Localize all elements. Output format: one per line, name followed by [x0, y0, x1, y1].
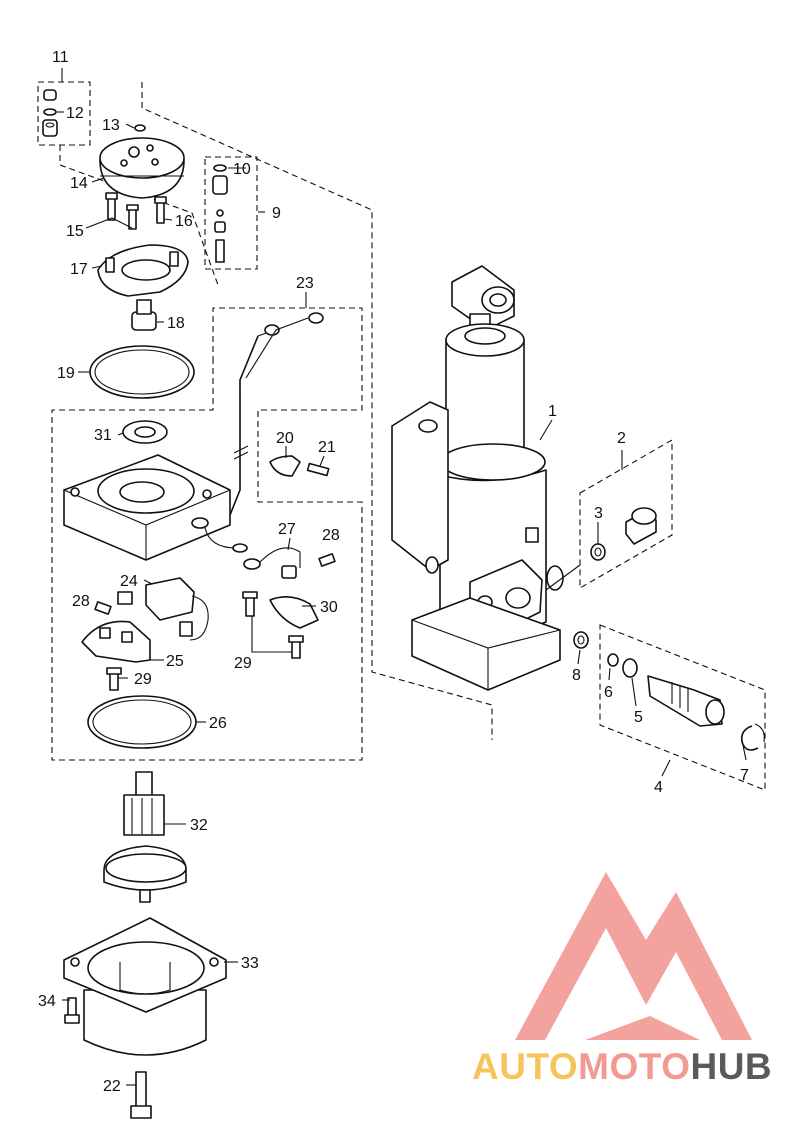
part-5-o-ring	[622, 658, 638, 678]
alignment-line-3	[371, 480, 493, 740]
part-32-armature	[103, 771, 187, 903]
callout-20: 20	[276, 430, 294, 447]
part-28-spring-a	[318, 553, 336, 567]
part-6-o-ring	[607, 653, 619, 667]
callout-3: 3	[594, 505, 603, 522]
part-11-valve-kit	[42, 89, 58, 137]
part-9-valve-stack	[212, 164, 228, 263]
callout-24: 24	[120, 573, 138, 590]
callout-10: 10	[233, 161, 251, 178]
group-box-2	[579, 439, 673, 589]
brand-auto: AUTO	[472, 1046, 579, 1087]
group-box-11	[37, 81, 91, 146]
callout-18: 18	[167, 315, 185, 332]
part-1-cylinder	[391, 265, 564, 691]
part-14-cap	[99, 124, 185, 199]
callout-32: 32	[190, 817, 208, 834]
callout-26: 26	[209, 715, 227, 732]
watermark-brand-text: AUTOMOTOHUB	[472, 1046, 772, 1088]
callout-9: 9	[272, 205, 281, 222]
callout-34: 34	[38, 993, 56, 1010]
callout-28a: 28	[322, 527, 340, 544]
callout-5: 5	[634, 709, 643, 726]
part-20-clip	[269, 455, 301, 477]
part-34-screw	[64, 997, 80, 1024]
callout-27: 27	[278, 521, 296, 538]
callout-1: 1	[548, 403, 557, 420]
callout-22: 22	[103, 1078, 121, 1095]
callout-7: 7	[740, 767, 749, 784]
callout-25: 25	[166, 653, 184, 670]
callout-labels: 1 2 3 4 5 6 7 8 9 10 11 12 13 14 15 16 1…	[38, 49, 749, 1095]
part-3-washer	[590, 543, 606, 561]
callout-13: 13	[102, 117, 120, 134]
callout-21: 21	[318, 439, 336, 456]
callout-30: 30	[320, 599, 338, 616]
callout-28b: 28	[72, 593, 90, 610]
part-15-16-screws	[105, 192, 167, 230]
callout-11: 11	[52, 49, 69, 66]
brand-hub: HUB	[690, 1046, 773, 1087]
part-28-spring-b	[94, 601, 112, 615]
callout-12: 12	[66, 105, 84, 122]
part-17-plate	[97, 244, 189, 297]
group-box-9	[204, 156, 258, 270]
part-31-bearing	[122, 420, 168, 444]
callout-29b: 29	[234, 655, 252, 672]
part-19-o-ring	[89, 345, 195, 399]
callout-16: 16	[175, 213, 193, 230]
callout-15: 15	[66, 223, 84, 240]
part-18-coupling	[131, 299, 157, 331]
group-box-23	[51, 307, 363, 761]
callout-14: 14	[70, 175, 88, 192]
callout-2: 2	[617, 430, 626, 447]
callout-29a: 29	[134, 671, 152, 688]
callout-6: 6	[604, 684, 613, 701]
callout-4: 4	[654, 779, 663, 796]
part-8-washer	[573, 631, 589, 649]
motor-end-plate	[63, 454, 231, 561]
callout-23: 23	[296, 275, 314, 292]
part-27-lead-wire	[204, 527, 301, 579]
watermark-logo-mark	[515, 872, 752, 1040]
part-21-screw	[306, 462, 330, 477]
brand-moto: MOTO	[578, 1046, 691, 1087]
part-2-plug	[625, 507, 657, 545]
callout-31: 31	[94, 427, 112, 444]
part-29-screw-b	[288, 635, 304, 659]
part-29-screw-a	[242, 591, 258, 617]
part-29-screw-c	[106, 667, 122, 691]
callout-19: 19	[57, 365, 75, 382]
part-26-o-ring	[87, 695, 197, 749]
part-4-manual-valve	[647, 675, 725, 727]
part-7-circlip	[740, 723, 765, 751]
leader-lines	[57, 68, 747, 1086]
part-30-holder	[269, 596, 319, 629]
part-33-motor-yoke	[63, 917, 227, 1056]
part-25-brush-plate	[81, 620, 151, 663]
callout-8: 8	[572, 667, 581, 684]
callout-17: 17	[70, 261, 88, 278]
part-24-brush-holder	[117, 577, 209, 641]
callout-33: 33	[241, 955, 259, 972]
part-22-bolt	[130, 1071, 152, 1119]
alignment-line	[141, 82, 373, 480]
